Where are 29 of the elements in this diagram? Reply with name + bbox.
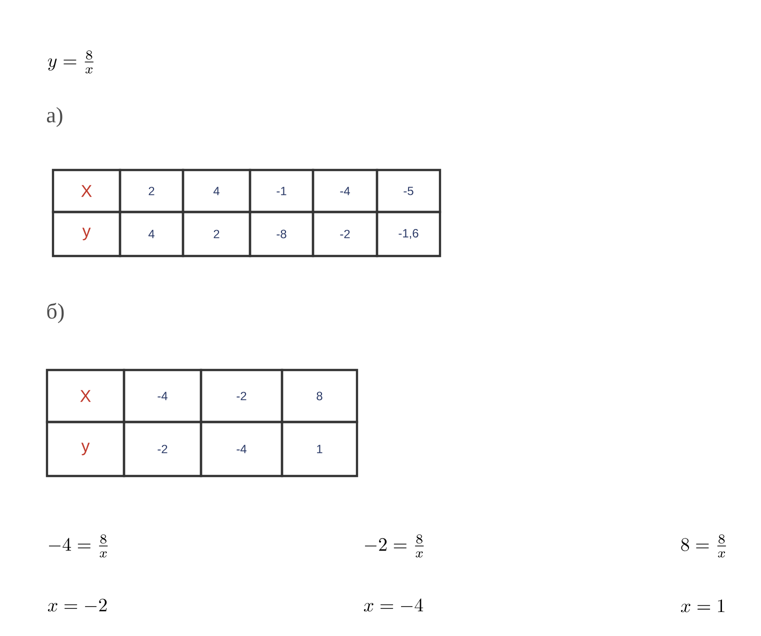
formula: $y=\frac{8}{x}$ xyxy=(48,50,94,74)
row-header-cell: X xyxy=(52,168,122,214)
table-cell: 2 xyxy=(182,210,252,258)
table-cell: 1 xyxy=(280,420,358,478)
table-cell: 2 xyxy=(118,168,184,214)
row-header-cell: y xyxy=(52,210,122,258)
table-cell: -2 xyxy=(200,368,284,424)
formula: $x=1$ xyxy=(680,599,724,612)
table-cell: 8 xyxy=(280,368,358,424)
table-cell: -4 xyxy=(312,168,378,214)
table-cell: -2 xyxy=(312,210,378,258)
formula: $-4=\frac{8}{x}$ xyxy=(48,534,108,558)
formula: $x=-2$ xyxy=(48,598,107,612)
formula: $x=-4$ xyxy=(364,598,424,612)
table-cell: -5 xyxy=(376,168,442,214)
item-letter: б) xyxy=(47,302,64,324)
formula: $8=\frac{8}{x}$ xyxy=(681,534,726,558)
item-letter: а) xyxy=(46,107,62,127)
table-cell: 4 xyxy=(118,210,184,258)
table-cell: -4 xyxy=(200,420,284,478)
table-cell: -2 xyxy=(122,420,202,478)
formula: $-2=\frac{8}{x}$ xyxy=(364,534,424,558)
table-cell: -8 xyxy=(248,210,314,258)
table-cell: -4 xyxy=(122,368,202,424)
row-header-cell: y xyxy=(46,420,126,478)
table-cell: -1,6 xyxy=(376,210,442,258)
table-cell: 4 xyxy=(182,168,252,214)
row-header-cell: X xyxy=(46,368,126,424)
table-cell: -1 xyxy=(248,168,314,214)
